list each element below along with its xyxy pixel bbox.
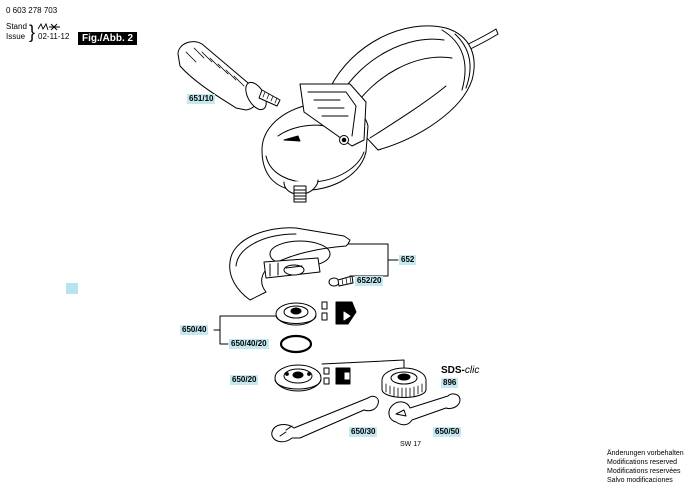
label-652: 652 (399, 255, 417, 265)
leader-652 (347, 243, 389, 277)
notice-line-fr: Modifications reservées (607, 468, 681, 475)
sds-quick-nut (381, 367, 427, 398)
wheel-guard (229, 227, 351, 301)
label-651-10: 651/10 (187, 94, 216, 104)
issue-date: 02-11-12 (38, 32, 70, 41)
motor-housing (329, 25, 475, 151)
sds-brand-suffix: clic (464, 365, 480, 376)
issue-label: Issue (6, 32, 26, 41)
label-650-20: 650/20 (230, 375, 259, 385)
wrench-size-label: SW 17 (400, 441, 422, 448)
o-ring (279, 334, 313, 354)
document-number: 0 603 278 703 (6, 6, 58, 15)
figure-tag: Fig./Abb. 2 (78, 32, 138, 45)
clamping-nut (274, 364, 322, 392)
open-end-wrench (388, 393, 461, 426)
label-896: 896 (441, 378, 459, 388)
spindle (283, 179, 319, 203)
label-650-40: 650/40 (180, 325, 209, 335)
leader-650-40 (213, 315, 277, 345)
auxiliary-handle (177, 41, 281, 111)
label-650-30: 650/30 (349, 427, 378, 437)
stand-signature (37, 22, 60, 31)
stand-label: Stand (6, 22, 27, 31)
gear-head (261, 83, 369, 192)
notice-line-de: Änderungen vorbehalten (607, 450, 684, 457)
color-marker-box (66, 283, 78, 294)
brace-glyph: } (29, 22, 36, 42)
mounting-flange (275, 302, 317, 326)
leader-896 (321, 359, 405, 369)
nut-symbol-icon (323, 367, 351, 385)
flange-symbol-icon (321, 301, 357, 325)
label-650-40-20: 650/40/20 (229, 339, 269, 349)
stand-issue-block: Stand Issue } 02-11-12 (6, 22, 86, 46)
clamp-screw (328, 275, 354, 287)
notice-line-es: Salvo modificaciones (607, 477, 673, 484)
sds-clic-brand: SDS-clic (441, 365, 479, 376)
label-650-50: 650/50 (433, 427, 462, 437)
two-pin-spanner (271, 395, 379, 443)
sds-brand-main: SDS- (441, 365, 465, 376)
modification-notice: Änderungen vorbehalten Modifications res… (607, 449, 684, 485)
notice-line-en: Modifications reserved (607, 459, 678, 466)
label-652-20: 652/20 (355, 276, 384, 286)
